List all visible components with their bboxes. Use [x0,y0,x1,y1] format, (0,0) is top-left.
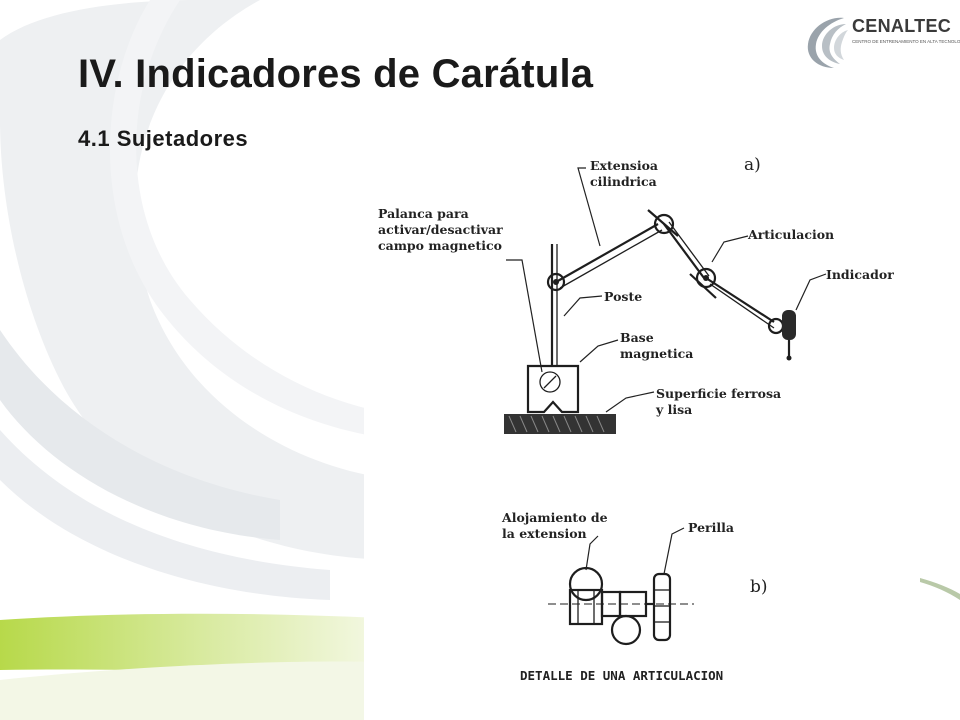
figure-a-magnetic-base-stand: Extensioa cilindrica Palanca para activa… [378,155,894,434]
figure-b-joint-detail: Alojamiento de la extension Perilla b) D… [501,510,768,683]
logo-tagline: CENTRO DE ENTRENAMIENTO EN ALTA TECNOLOG… [852,39,960,44]
label-housing-line2: la extension [502,526,587,541]
label-surface-line2: y lisa [655,402,692,417]
label-extension-line2: cilindrica [590,174,657,189]
label-post: Poste [604,289,642,304]
label-base-line2: magnetica [620,346,693,361]
label-joint: Articulacion [747,227,834,242]
label-surface-line1: Superficie ferrosa [656,386,781,401]
label-housing-line1: Alojamiento de [501,510,608,525]
logo-name: CENALTEC [852,16,952,36]
page-title: IV. Indicadores de Carátula [78,52,594,96]
figure-b-marker: b) [750,577,768,597]
label-lever-line2: activar/desactivar [378,222,503,237]
section-subtitle: 4.1 Sujetadores [78,126,249,151]
label-indicator: Indicador [826,267,894,282]
figure-a-marker: a) [744,155,761,175]
figure-panel: Extensioa cilindrica Palanca para activa… [364,150,920,720]
label-lever-line1: Palanca para [378,206,469,221]
label-extension-line1: Extensioa [590,158,658,173]
label-base-line1: Base [620,330,654,345]
figure-b-caption: DETALLE DE UNA ARTICULACION [520,668,723,683]
logo-swirl-icon [807,17,848,69]
cenaltec-logo: CENALTEC CENTRO DE ENTRENAMIENTO EN ALTA… [800,12,960,72]
label-lever-line3: campo magnetico [378,238,502,253]
label-knob: Perilla [688,520,734,535]
